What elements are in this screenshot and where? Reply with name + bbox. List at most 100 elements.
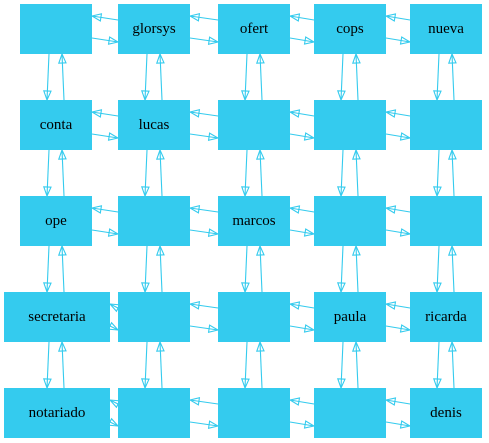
edge-h-4-0-back (109, 399, 119, 405)
edge-v-3-0-up-head (58, 340, 67, 352)
edge-h-0-1-fwd (189, 37, 219, 43)
edge-h-0-1-fwd-head (207, 36, 220, 46)
edge-h-2-3-back-head (384, 205, 397, 214)
node-r1-c3 (314, 100, 386, 150)
edge-h-2-2-fwd (289, 229, 315, 235)
edge-h-4-2-back (289, 399, 315, 405)
edge-h-1-1-fwd (189, 133, 219, 139)
edge-v-0-2-down (244, 53, 248, 101)
edge-v-2-4-up-head (448, 244, 457, 256)
edge-h-4-2-back-head (288, 397, 301, 406)
node-r2-c4 (410, 196, 482, 246)
edge-h-2-3-back (385, 207, 411, 213)
node-label: ofert (239, 20, 269, 37)
edge-v-1-2-down-head (241, 186, 250, 198)
node-r3-c3: paula (314, 292, 386, 342)
edge-v-3-4-up (451, 341, 455, 389)
edge-h-2-0-fwd (91, 229, 119, 235)
node-label: conta (39, 116, 73, 133)
edge-v-2-1-down-head (141, 282, 150, 294)
node-r4-c0: notariado (4, 388, 110, 438)
edge-v-3-0-down (46, 341, 50, 389)
node-label: paula (333, 308, 367, 325)
edge-v-3-3-up-head (352, 340, 361, 352)
edge-v-0-0-down (46, 53, 50, 101)
edge-v-2-1-down (144, 245, 148, 293)
edge-h-2-2-fwd-head (303, 228, 316, 237)
edge-v-3-2-down (244, 341, 248, 389)
edge-h-1-3-back (385, 111, 411, 117)
edge-h-4-1-back-head (188, 396, 201, 406)
edge-v-2-0-down-head (43, 282, 52, 294)
node-label: secretaria (28, 308, 86, 325)
edge-h-2-1-fwd-head (207, 228, 220, 238)
edge-h-4-3-back (385, 399, 411, 405)
node-r0-c0 (20, 4, 92, 54)
edge-h-1-0-back-head (90, 109, 103, 118)
edge-h-2-0-back (91, 207, 119, 213)
edge-h-4-2-fwd-head (303, 420, 316, 429)
edge-v-1-4-down-head (433, 186, 442, 198)
node-r3-c2 (218, 292, 290, 342)
edge-h-0-3-fwd (385, 37, 411, 43)
node-r0-c1: glorsys (118, 4, 190, 54)
edge-h-2-0-fwd-head (107, 228, 120, 237)
edge-v-0-2-up (259, 53, 263, 101)
edge-v-1-2-down (244, 149, 248, 197)
node-r1-c2 (218, 100, 290, 150)
edge-h-1-0-back (91, 111, 119, 117)
node-label: denis (430, 404, 462, 421)
edge-v-0-1-up-head (156, 52, 165, 64)
edge-v-2-3-down (340, 245, 344, 293)
edge-v-2-2-down-head (241, 282, 250, 294)
edge-v-2-4-up (451, 245, 455, 293)
node-label: marcos (232, 212, 276, 229)
edge-v-2-4-down-head (433, 282, 442, 294)
edge-v-3-2-up-head (256, 340, 265, 352)
edge-h-4-3-back-head (384, 397, 397, 406)
edge-h-1-3-fwd (385, 133, 411, 139)
edge-v-3-2-down-head (241, 378, 250, 390)
edge-h-4-2-fwd (289, 421, 315, 427)
edge-h-1-2-fwd-head (303, 132, 316, 141)
node-r0-c2: ofert (218, 4, 290, 54)
edge-h-2-1-fwd (189, 229, 219, 235)
node-r0-c4: nueva (410, 4, 482, 54)
edge-v-3-0-down-head (43, 378, 52, 390)
edge-h-0-2-back-head (288, 13, 301, 22)
edge-v-0-0-up-head (58, 52, 67, 64)
edge-h-0-0-back-head (90, 13, 103, 22)
edge-v-1-0-down-head (43, 186, 52, 198)
edge-v-1-3-down-head (337, 186, 346, 198)
edge-v-0-0-up (61, 53, 65, 101)
edge-h-1-1-back-head (188, 108, 201, 118)
edge-h-0-0-fwd-head (107, 36, 120, 45)
edge-v-3-0-up (61, 341, 65, 389)
edge-v-0-1-down-head (141, 90, 150, 102)
node-r2-c1 (118, 196, 190, 246)
node-r3-c1 (118, 292, 190, 342)
edge-v-2-3-down-head (337, 282, 346, 294)
edge-h-3-1-fwd (189, 325, 219, 331)
edge-v-0-3-up (355, 53, 359, 101)
node-label: notariado (28, 404, 86, 421)
edge-h-1-2-back (289, 111, 315, 117)
edge-v-0-4-down-head (433, 90, 442, 102)
edge-h-2-3-fwd (385, 229, 411, 235)
node-label: lucas (138, 116, 170, 133)
edge-h-4-1-fwd-head (207, 420, 220, 430)
edge-v-1-2-up (259, 149, 263, 197)
node-r4-c3 (314, 388, 386, 438)
node-r1-c0: conta (20, 100, 92, 150)
edge-v-1-0-up-head (58, 148, 67, 160)
edge-v-0-1-up (159, 53, 163, 101)
edge-h-3-3-fwd (385, 325, 411, 331)
edge-v-3-3-up (355, 341, 359, 389)
edge-v-2-4-down (436, 245, 440, 293)
edge-h-1-3-fwd-head (399, 132, 412, 141)
edge-h-1-1-back (189, 111, 219, 117)
node-r1-c4 (410, 100, 482, 150)
edge-v-2-2-down (244, 245, 248, 293)
edge-h-0-1-back (189, 15, 219, 21)
